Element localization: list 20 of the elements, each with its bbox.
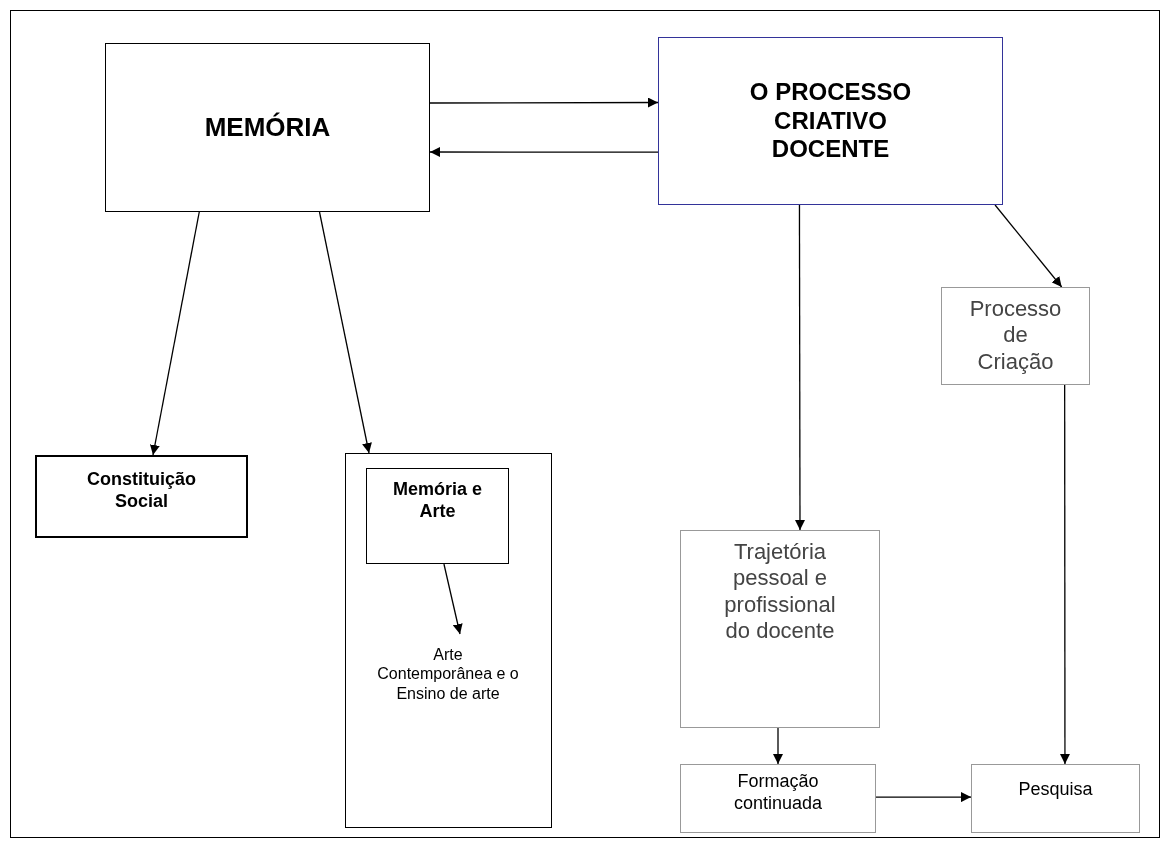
arrow: [1059, 384, 1070, 765]
topic-box: Memória e Arte: [366, 468, 509, 564]
container-box: [345, 453, 552, 828]
arrow: [795, 204, 805, 531]
arrow: [429, 97, 659, 108]
topic-box: Trajetória pessoal e profissional do docente: [680, 530, 880, 728]
arrow: [443, 563, 463, 635]
concept-box: MEMÓRIA: [105, 43, 430, 212]
topic-box: Pesquisa: [971, 764, 1140, 833]
topic-box: Formação continuada: [680, 764, 876, 833]
arrow: [875, 792, 972, 803]
arrow: [994, 204, 1063, 288]
arrow: [149, 211, 200, 456]
topic-box: Constituição Social: [35, 455, 248, 538]
topic-box: Processo de Criação: [941, 287, 1090, 385]
arrow: [429, 147, 659, 157]
concept-box: O PROCESSO CRIATIVO DOCENTE: [658, 37, 1003, 205]
arrow: [773, 727, 783, 765]
topic-text: Arte Contemporânea e o Ensino de arte: [368, 634, 528, 714]
arrow: [318, 211, 372, 454]
